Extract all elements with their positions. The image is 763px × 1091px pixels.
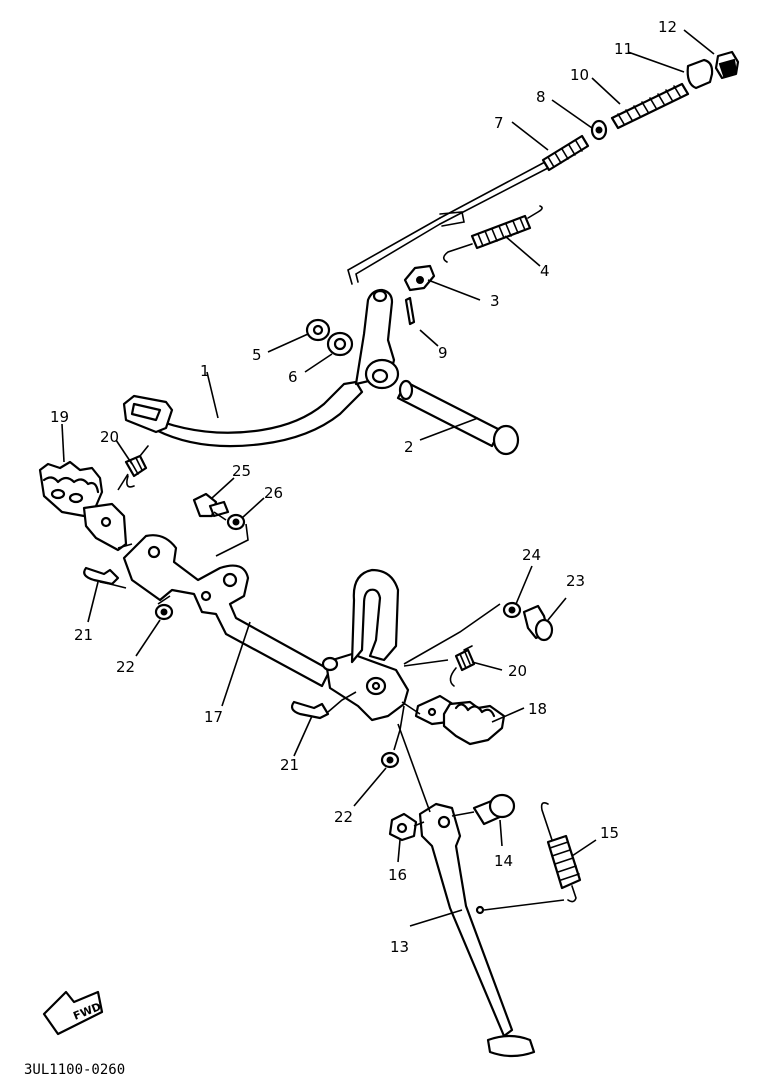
washer-26 <box>226 513 246 531</box>
label-7: 7 <box>494 114 504 132</box>
label-16: 16 <box>388 866 407 884</box>
diagram-code: 3UL1100-0260 <box>24 1062 125 1078</box>
label-26: 26 <box>264 484 283 502</box>
label-3: 3 <box>490 292 500 310</box>
leader-lines <box>61 29 715 927</box>
spring-20-upper <box>124 445 149 488</box>
label-21-upper: 21 <box>74 626 93 644</box>
label-19: 19 <box>50 408 69 426</box>
fwd-arrow-icon: FWD <box>42 990 104 1036</box>
nut-16 <box>388 812 418 842</box>
label-24: 24 <box>522 546 541 564</box>
nut-12 <box>714 50 740 80</box>
assembly-lines <box>99 473 565 911</box>
label-6: 6 <box>288 368 298 386</box>
brake-rod-7 <box>347 134 590 285</box>
label-21-lower: 21 <box>280 756 299 774</box>
spring-20-lower <box>449 645 476 687</box>
washer-5 <box>305 318 331 342</box>
pivot-shaft-2 <box>396 379 520 456</box>
spring-10 <box>610 82 690 130</box>
bolt-14 <box>472 793 516 826</box>
footrest-19 <box>38 460 128 552</box>
bolt-23 <box>522 604 554 642</box>
label-20-lower: 20 <box>508 662 527 680</box>
part-labels: 1 2 3 4 5 6 7 8 9 10 11 12 13 14 15 16 1… <box>50 18 677 956</box>
footrest-18 <box>414 694 506 746</box>
bolt-21-upper <box>83 566 120 586</box>
frame-bracket-17 <box>122 534 410 722</box>
bolt-21-lower <box>290 700 330 720</box>
clevis-3 <box>403 264 436 292</box>
washer-22-upper <box>154 603 174 621</box>
spring-15 <box>540 802 582 903</box>
label-25: 25 <box>232 462 251 480</box>
label-5: 5 <box>252 346 262 364</box>
joint-11 <box>686 58 714 90</box>
washer-6 <box>326 331 354 357</box>
label-20-upper: 20 <box>100 428 119 446</box>
label-23: 23 <box>566 572 585 590</box>
spring-4 <box>442 205 543 263</box>
label-10: 10 <box>570 66 589 84</box>
label-13: 13 <box>390 938 409 956</box>
washer-8 <box>590 119 608 141</box>
label-2: 2 <box>404 438 414 456</box>
label-14: 14 <box>494 852 513 870</box>
label-22-lower: 22 <box>334 808 353 826</box>
label-9: 9 <box>438 344 448 362</box>
washer-22-lower <box>380 751 400 769</box>
label-15: 15 <box>600 824 619 842</box>
sidestand-13 <box>418 802 536 1058</box>
label-11: 11 <box>614 40 633 58</box>
label-12: 12 <box>658 18 677 36</box>
cotter-pin-9 <box>404 296 416 326</box>
bolt-25 <box>192 492 230 518</box>
label-8: 8 <box>536 88 546 106</box>
brake-pedal-1 <box>122 288 400 448</box>
label-4: 4 <box>540 262 550 280</box>
label-17: 17 <box>204 708 223 726</box>
label-1: 1 <box>200 362 210 380</box>
label-18: 18 <box>528 700 547 718</box>
washer-24 <box>502 601 522 619</box>
label-22-upper: 22 <box>116 658 135 676</box>
